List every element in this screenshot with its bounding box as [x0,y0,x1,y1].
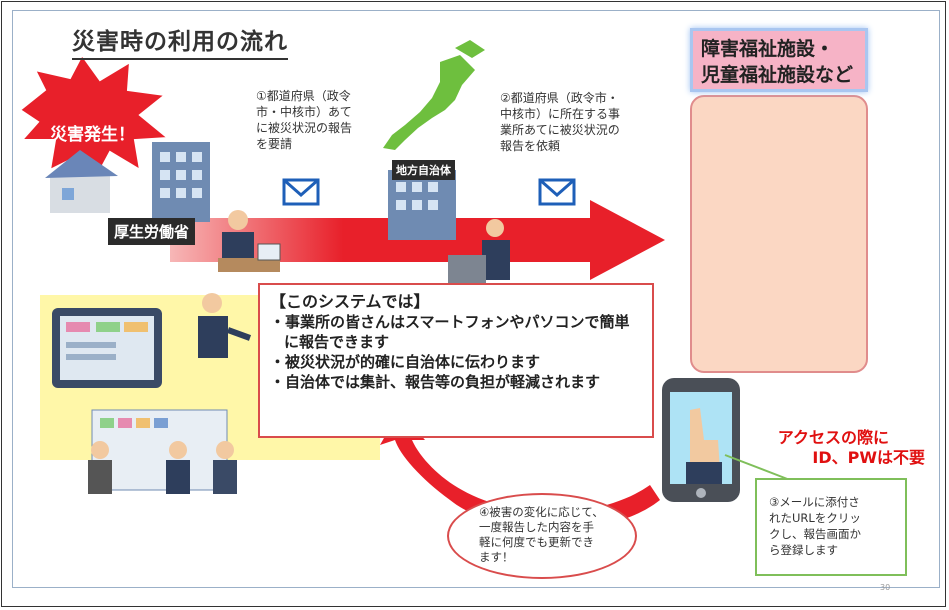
system-features-box: 【このシステムでは】 ・事業所の皆さんはスマートフォンやパソコンで簡単に報告でき… [258,283,654,438]
smartphone-icon [662,378,740,502]
page-number: 30 [880,583,891,592]
system-item: ・被災状況が的確に自治体に伝わります [270,353,541,371]
system-item: ・事業所の皆さんはスマートフォンやパソコンで簡単に報告できます [270,313,630,351]
slide-border [12,10,940,588]
flow-arrow-return [380,410,660,530]
facility-title-line1: 障害福祉施設・ [701,38,835,60]
facility-title-box: 障害福祉施設・ 児童福祉施設など [690,28,868,92]
page-title: 災害時の利用の流れ [72,22,288,60]
municipal-worker-icon [448,219,510,285]
meeting-icon [88,409,237,494]
step1-text: ①都道府県（政令 市・中核市）あて に被災状況の報告 を要請 [256,89,353,151]
officer-icon [218,210,281,272]
system-heading: 【このシステムでは】 [270,292,430,311]
mhlw-label: 厚生労働省 [108,218,196,245]
facility-panel [690,95,868,373]
mhlw-building-icon [152,142,210,222]
step2-text: ②都道府県（政令市・ 中核市）に所在する事 業所あてに被災状況の 報告を依頼 [500,91,621,153]
municipality-label: 地方自治体 [392,160,455,180]
disaster-burst-icon [18,53,171,183]
access-note: アクセスの際に ID、PWは不要 [777,428,925,467]
municipal-building-icon [388,170,456,240]
mail-icon [282,178,320,206]
system-item: ・自治体では集計、報告等の負担が軽減されます [270,373,601,391]
japan-map-icon [383,40,485,150]
disaster-label: 災害発生！ [50,125,135,145]
connector-line [724,454,791,481]
presenter-icon [198,293,252,358]
step4-oval: ④被害の変化に応じて、 一度報告した内容を手 軽に何度でも更新でき ます！ [447,493,637,579]
facility-title-line2: 児童福祉施設など [701,64,854,86]
tablet-icon [52,308,162,388]
damaged-house-icon [45,150,118,213]
step3-box: ③メールに添付さ れたURLをクリッ クし、報告画面か ら登録します [755,478,907,576]
mail-icon [538,178,576,206]
